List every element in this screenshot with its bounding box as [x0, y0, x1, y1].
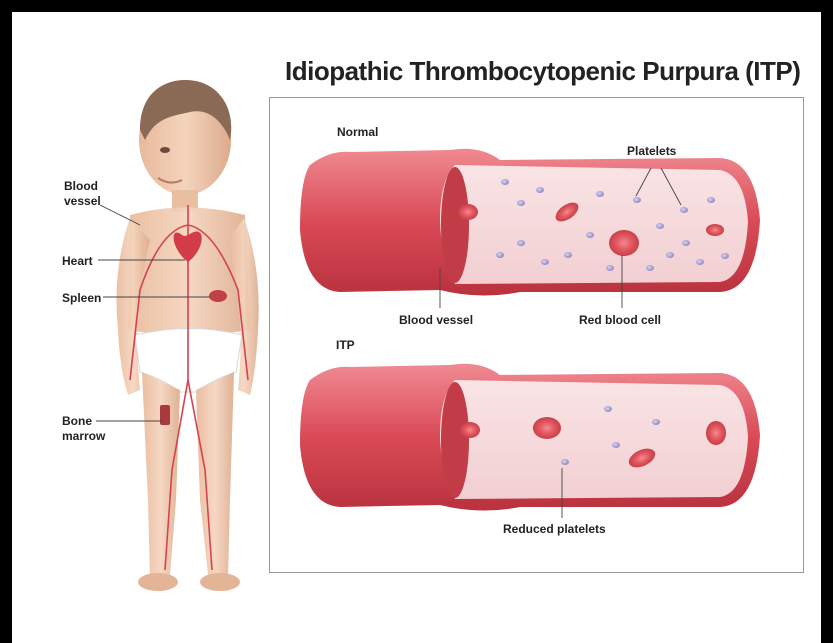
bone-marrow-label-1: Bone [62, 414, 92, 428]
platelet [612, 442, 620, 448]
red-blood-cell [609, 230, 639, 256]
platelet [682, 240, 690, 246]
platelet [707, 197, 715, 203]
platelet [646, 265, 654, 271]
heart-label: Heart [62, 254, 93, 268]
platelet [696, 259, 704, 265]
red-blood-cell [533, 417, 561, 439]
red-blood-cell [458, 204, 478, 220]
platelet [561, 459, 569, 465]
normal-heading: Normal [337, 125, 378, 139]
bone-marrow-label-2: marrow [62, 429, 105, 443]
platelet [604, 406, 612, 412]
reduced-platelets-label: Reduced platelets [503, 522, 606, 536]
platelet [606, 265, 614, 271]
spleen-label: Spleen [62, 291, 101, 305]
red-blood-cell [706, 224, 724, 236]
platelet [633, 197, 641, 203]
platelet [656, 223, 664, 229]
red-blood-cell [706, 421, 726, 445]
platelet [501, 179, 509, 185]
child-figure [117, 80, 259, 591]
platelet [680, 207, 688, 213]
platelet [517, 200, 525, 206]
red-blood-cell-label: Red blood cell [579, 313, 661, 327]
platelet [496, 252, 504, 258]
spleen-organ [209, 290, 227, 302]
blood-vessel-label-1: Blood [64, 179, 98, 193]
platelet [564, 252, 572, 258]
blood-vessel-label: Blood vessel [399, 313, 473, 327]
platelet [586, 232, 594, 238]
blood-vessel-label-2: vessel [64, 194, 101, 208]
platelet [596, 191, 604, 197]
platelet [652, 419, 660, 425]
normal-vessel [300, 149, 760, 296]
red-blood-cell [460, 422, 480, 438]
itp-heading: ITP [336, 338, 355, 352]
platelet [541, 259, 549, 265]
platelets-label: Platelets [627, 144, 676, 158]
platelet [721, 253, 729, 259]
platelet [536, 187, 544, 193]
platelet [666, 252, 674, 258]
itp-vessel [300, 364, 760, 511]
platelet [517, 240, 525, 246]
bone-marrow-organ [160, 405, 170, 425]
